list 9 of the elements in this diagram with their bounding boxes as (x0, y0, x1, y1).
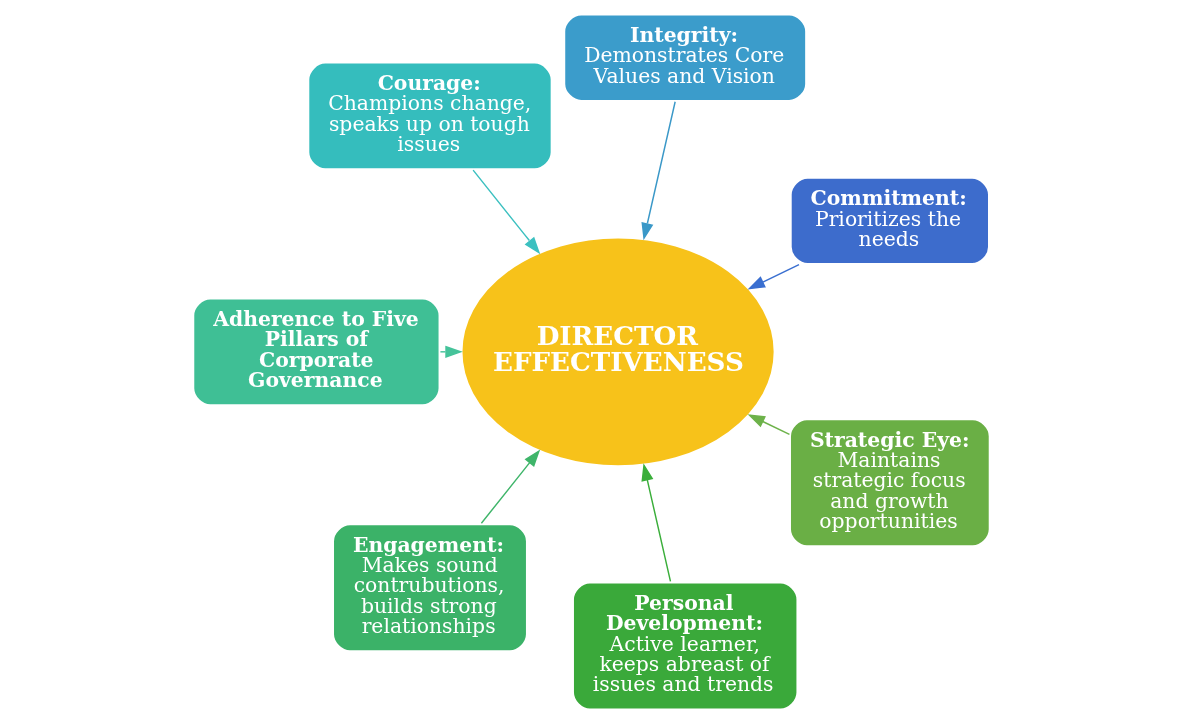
arrow (640, 463, 671, 583)
node-box: Personal Development: Active learner, keeps abreast of issues and trends (570, 580, 799, 712)
arrow (747, 414, 790, 436)
arrow (480, 449, 540, 524)
node-box: Commitment: Prioritizes the needs (788, 175, 991, 266)
arrow (439, 345, 463, 358)
arrow (747, 263, 800, 290)
arrow (640, 101, 676, 241)
arrow (471, 169, 540, 255)
